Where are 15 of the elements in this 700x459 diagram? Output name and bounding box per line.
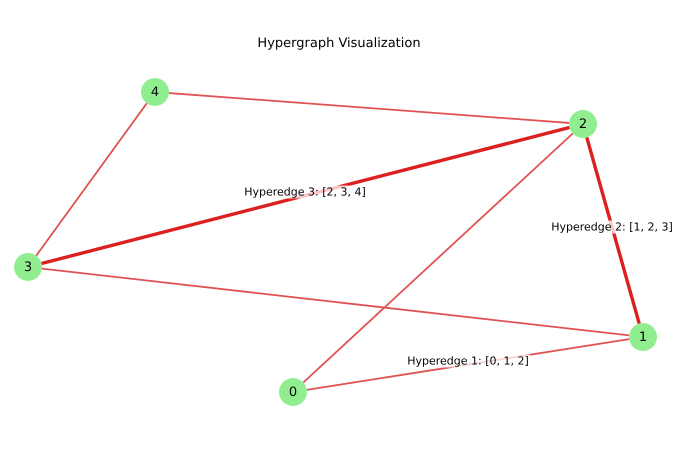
edge-label: Hyperedge 1: [0, 1, 2] bbox=[406, 354, 530, 368]
edge-line bbox=[585, 137, 641, 324]
vertex-circle: 4 bbox=[141, 78, 169, 106]
vertex-circle: 2 bbox=[569, 110, 597, 138]
edge-label: Hyperedge 2: [1, 2, 3] bbox=[550, 220, 674, 234]
chart-title: Hypergraph Visualization bbox=[256, 36, 422, 51]
vertex-circle: 0 bbox=[279, 378, 307, 406]
edge-line bbox=[302, 132, 574, 384]
vertex-circle: 1 bbox=[629, 323, 657, 351]
edge-line bbox=[168, 92, 570, 124]
edge-line bbox=[36, 102, 148, 256]
edge-line bbox=[41, 126, 570, 266]
vertex-circle: 3 bbox=[14, 253, 42, 281]
edge-line bbox=[42, 268, 630, 336]
edge-label: Hyperedge 3: [2, 3, 4] bbox=[243, 186, 367, 198]
